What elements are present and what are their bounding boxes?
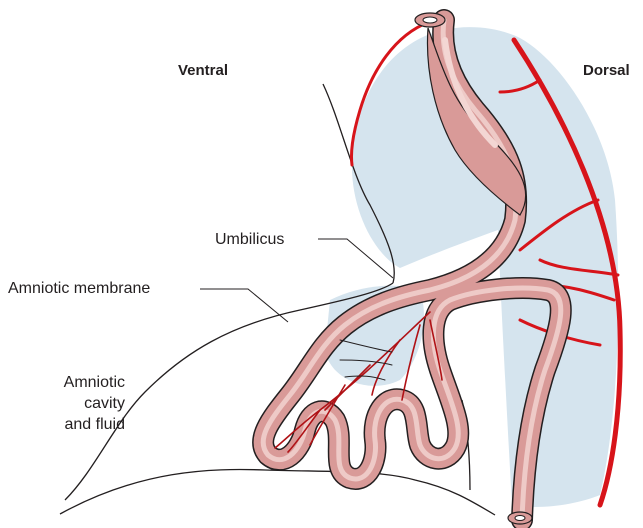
ventral-label: Ventral [178, 60, 228, 81]
lower-cut-lumen [515, 516, 525, 521]
amniotic-membrane-leader-line [200, 289, 288, 322]
upper-cut-lumen [423, 17, 437, 23]
amniotic-lower-line [60, 469, 495, 515]
umbilicus-label: Umbilicus [215, 229, 284, 250]
amniotic-membrane-label: Amniotic membrane [8, 278, 150, 299]
amniotic-cavity-line-2: cavity [37, 393, 125, 414]
amniotic-cavity-label: Amniotic cavity and fluid [37, 372, 125, 435]
amniotic-cavity-line-3: and fluid [37, 414, 125, 435]
amniotic-cavity-line-1: Amniotic [37, 372, 125, 393]
dorsal-label: Dorsal [583, 60, 630, 81]
